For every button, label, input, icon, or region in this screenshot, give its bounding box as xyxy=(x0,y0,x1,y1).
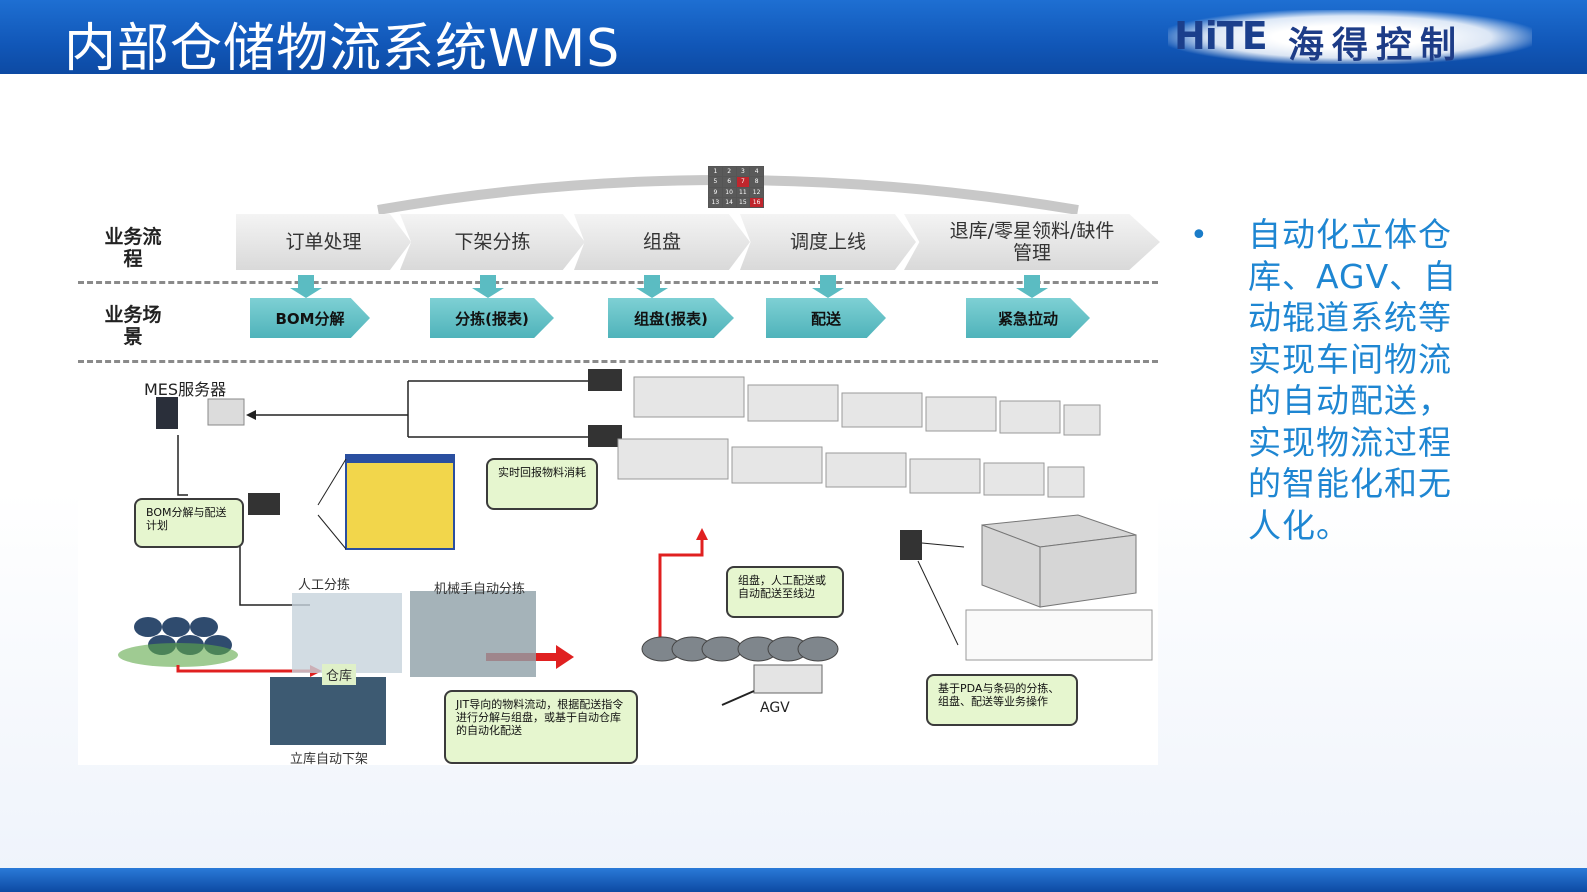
grid-cell: 5 xyxy=(709,177,722,187)
auto-store-label: 立库自动下架 xyxy=(290,752,369,767)
divider-2 xyxy=(78,360,1158,363)
grid-cell: 13 xyxy=(709,197,722,207)
step-dispatch: 调度上线 xyxy=(740,214,916,270)
grid-cell: 1 xyxy=(709,167,722,177)
manual-pick-label: 人工分拣 xyxy=(298,578,351,593)
realtime-report-callout: 实时回报物料消耗 xyxy=(486,458,598,510)
scene-combine: 组盘(报表) xyxy=(608,298,734,338)
grid-cell: 15 xyxy=(736,197,750,207)
agv-label: AGV xyxy=(760,700,790,716)
row-label-process: 业务流程 xyxy=(104,226,162,270)
grid-cell: 4 xyxy=(750,167,763,177)
warehouse-label: 仓库 xyxy=(322,664,357,685)
step-return: 退库/零星领料/缺件管理 xyxy=(904,214,1160,270)
bullet-text: 自动化立体仓库、AGV、自动辊道系统等实现车间物流的自动配送，实现物流过程的智能… xyxy=(1248,215,1458,545)
down-arrows xyxy=(290,275,1048,298)
step-order: 订单处理 xyxy=(236,214,411,270)
grid-cell: 3 xyxy=(736,167,750,177)
scene-deliver: 配送 xyxy=(766,298,886,338)
grid-cell: 16 xyxy=(750,197,763,207)
bom-plan-callout: BOM分解与配送计划 xyxy=(134,498,244,548)
monitor-icon xyxy=(588,369,622,391)
grid-cell: 11 xyxy=(736,187,750,197)
grid-cell: 10 xyxy=(722,187,736,197)
grid-cell: 9 xyxy=(709,187,722,197)
grid-cell: 2 xyxy=(722,167,736,177)
scene-urgent: 紧急拉动 xyxy=(966,298,1090,338)
footer-bar xyxy=(0,868,1587,892)
agv-icon xyxy=(753,664,823,694)
slide-title: 内部仓储物流系统WMS xyxy=(64,19,621,79)
report-table xyxy=(345,454,455,550)
robot-pick-label: 机械手自动分拣 xyxy=(434,582,526,597)
grid-cell: 6 xyxy=(722,177,736,187)
grid-cell: 8 xyxy=(750,177,763,187)
grid-cell: 14 xyxy=(722,197,736,207)
scene-bom: BOM分解 xyxy=(250,298,370,338)
jit-callout: JIT导向的物料流动，根据配送指令进行分解与组盘，或基于自动仓库的自动化配送 xyxy=(444,690,638,764)
title-bar: 内部仓储物流系统WMS HiTE 海得控制 xyxy=(0,0,1587,79)
scene-pick: 分拣(报表) xyxy=(430,298,554,338)
company-logo: HiTE 海得控制 xyxy=(1168,10,1532,66)
logo-chinese: 海得控制 xyxy=(1288,25,1465,66)
loop-arrow xyxy=(377,175,1079,215)
grid-cell: 7 xyxy=(736,177,750,187)
flow-illustration xyxy=(118,369,1153,745)
grid-cell: 12 xyxy=(750,187,763,197)
row-label-scene: 业务场景 xyxy=(104,304,162,348)
logo-english: HiTE xyxy=(1174,14,1268,58)
pda-icon xyxy=(900,530,922,560)
combine-callout: 组盘，人工配送或自动配送至线边 xyxy=(726,566,844,618)
step-pick: 下架分拣 xyxy=(400,214,585,270)
bullet-dot: • xyxy=(1190,218,1208,253)
step-combine: 组盘 xyxy=(574,214,750,270)
pda-callout: 基于PDA与条码的分拣、组盘、配送等业务操作 xyxy=(926,674,1078,726)
divider-1 xyxy=(78,281,1158,284)
mes-server-label: MES服务器 xyxy=(144,380,227,399)
server-icon xyxy=(156,397,178,429)
barcode-sheet xyxy=(965,609,1153,661)
